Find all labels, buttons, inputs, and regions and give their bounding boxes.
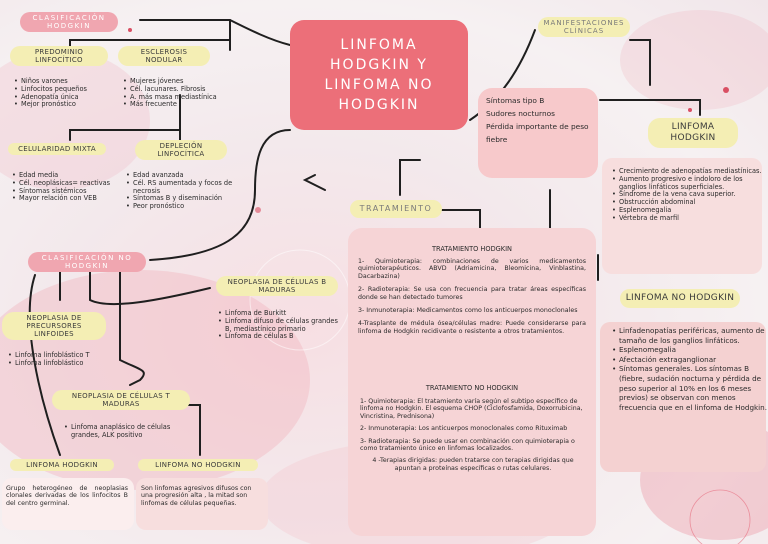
list-item: Más frecuente <box>123 101 263 109</box>
tratamiento-box <box>348 228 596 536</box>
tratamiento-no-hodgkin-list: 1- Quimioterapia: El tratamiento varía s… <box>360 398 586 472</box>
list-item: Edad media <box>12 171 124 180</box>
list-item: Síntomas generales. Los síntomas B (fieb… <box>612 364 768 412</box>
list-item: Aumento progresivo e indoloro de los gan… <box>612 175 764 192</box>
list-item: Peor pronóstico <box>126 202 254 211</box>
list-item: Cél. lacunares. Fibrosis <box>123 85 263 94</box>
list-item: Cél. RS aumentada y focos de necrosis <box>126 179 254 196</box>
list-item: Vértebra de marfil <box>612 214 764 223</box>
list-item: Síndrome de la vena cava superior. <box>612 191 764 199</box>
tratamiento-hodgkin-title: TRATAMIENTO HODGKIN <box>432 245 512 253</box>
list-item: 2- Radioterapia: Se usa con frecuencia p… <box>358 286 586 301</box>
sintomas-list: Síntomas tipo B Sudores nocturnos Pérdid… <box>486 94 596 146</box>
list-item: Afectación extraganglionar <box>612 355 768 365</box>
list-item: Edad avanzada <box>126 171 254 180</box>
list-item: Linfoma de células B <box>218 333 340 341</box>
manif-hodgkin-label: LINFOMA HODGKIN <box>648 118 738 148</box>
deplecion-label: DEPLECIÓN LINFOCÍTICA <box>135 140 227 160</box>
list-item: Linfoma anaplásico de células grandes, A… <box>64 423 198 440</box>
list-item: Linfadenopatías periféricas, aumento de … <box>612 326 768 345</box>
page-title: LINFOMA HODGKIN Y LINFOMA NO HODGKIN <box>324 37 434 113</box>
list-item: Síntomas tipo B <box>486 96 545 105</box>
list-item: A. más masa mediastínica <box>123 93 263 102</box>
list-item: 4-Trasplante de médula ósea/células madr… <box>358 320 586 335</box>
list-item: Linfoma linfoblástico T <box>8 351 128 360</box>
list-item: Mujeres jóvenes <box>123 77 263 86</box>
list-item: Mejor pronóstico <box>14 101 124 109</box>
def-no-hodgkin-text: Son linfomas agresivos difusos con una p… <box>141 485 252 507</box>
deplecion-list: Edad avanzada Cél. RS aumentada y focos … <box>118 171 254 211</box>
list-item: Mayor relación con VEB <box>12 195 124 203</box>
def-hodgkin-label: LINFOMA HODGKIN <box>10 459 114 471</box>
list-item: 2- Inmunoterapia: Los anticuerpos monocl… <box>360 425 568 433</box>
list-item: 1- Quimioterapia: combinaciones de vario… <box>358 258 586 280</box>
b-maduras-label: NEOPLASIA DE CÉLULAS B MADURAS <box>216 276 338 296</box>
b-maduras-list: Linfoma de Burkitt Linfoma difuso de cél… <box>210 309 340 341</box>
manif-hodgkin-list: Crecimiento de adenopatías mediastínicas… <box>604 167 764 223</box>
title-box <box>290 20 468 130</box>
celularidad-list: Edad media Cél. neoplásicas= reactivas S… <box>4 171 124 203</box>
predominio-list: Niños varones Linfocitos pequeños Adenop… <box>6 77 124 109</box>
list-item: fiebre <box>486 135 508 144</box>
predominio-label: PREDOMINIO LINFOCÍTICO <box>10 46 108 66</box>
list-item: 3- Inmunoterapia: Medicamentos como los … <box>358 307 578 315</box>
tratamiento-hodgkin-list: 1- Quimioterapia: combinaciones de vario… <box>358 258 586 335</box>
list-item: Adenopatía única <box>14 93 124 102</box>
tratamiento-no-hodgkin-title: TRATAMIENTO NO HODGKIN <box>425 384 519 392</box>
def-hodgkin-box <box>2 478 134 530</box>
list-item: Esplenomegalia <box>612 206 764 215</box>
def-no-hodgkin-box <box>136 478 268 530</box>
list-item: Linfoma difuso de células grandes B, med… <box>218 317 340 334</box>
celularidad-label: CELULARIDAD MIXTA <box>8 143 106 155</box>
def-no-hodgkin-label: LINFOMA NO HODGKIN <box>138 459 258 471</box>
list-item: Linfocitos pequeños <box>14 85 124 94</box>
manifestaciones-label-text: MANIFESTACIONES CLÍNICAS <box>543 19 625 35</box>
precursoras-list: Linfoma linfoblástico T Linfoma linfoblá… <box>0 351 128 368</box>
list-item: Síntomas sistémicos <box>12 187 124 196</box>
list-item: Esplenomegalia <box>612 345 768 355</box>
sintomas-box <box>478 88 598 178</box>
esclerosis-label: ESCLEROSIS NODULAR <box>118 46 210 66</box>
list-item: Sudores nocturnos <box>486 109 556 118</box>
list-item: Obstrucción abdominal <box>612 198 764 207</box>
clasif-no-hodgkin-label: CLASIFICACIÓN NO HODGKIN <box>28 252 146 272</box>
t-maduras-list: Linfoma anaplásico de células grandes, A… <box>56 423 198 440</box>
list-item: Crecimiento de adenopatías mediastínicas… <box>612 167 764 176</box>
esclerosis-list: Mujeres jóvenes Cél. lacunares. Fibrosis… <box>115 77 263 109</box>
list-item: Pérdida importante de peso <box>486 122 589 131</box>
precursoras-label: NEOPLASIA DE PRECURSORES LINFOIDES <box>2 312 106 340</box>
list-item: Linfoma linfoblástico <box>8 359 128 368</box>
manif-no-hodgkin-list: Linfadenopatías periféricas, aumento de … <box>604 326 768 412</box>
t-maduras-label: NEOPLASIA DE CÉLULAS T MADURAS <box>52 390 190 410</box>
list-item: 4 -Terapias dirigidas: pueden tratarse c… <box>372 457 574 472</box>
list-item: 1- Quimioterapia: El tratamiento varía s… <box>360 398 583 420</box>
list-item: Cél. neoplásicas= reactivas <box>12 179 124 188</box>
clasif-hodgkin-label: CLASIFICACIÓN HODGKIN <box>20 12 118 32</box>
list-item: Síntomas B y diseminación <box>126 195 254 203</box>
manifestaciones-label: MANIFESTACIONES CLÍNICAS <box>538 17 630 37</box>
tratamiento-label: TRATAMIENTO <box>350 200 442 218</box>
list-item: 3- Radioterapia: Se puede usar en combin… <box>360 437 575 453</box>
list-item: Niños varones <box>14 77 124 86</box>
def-hodgkin-text: Grupo heterogéneo de neoplasias clonales… <box>6 485 128 507</box>
list-item: Linfoma de Burkitt <box>218 309 340 318</box>
manif-no-hodgkin-label: LINFOMA NO HODGKIN <box>620 289 740 308</box>
